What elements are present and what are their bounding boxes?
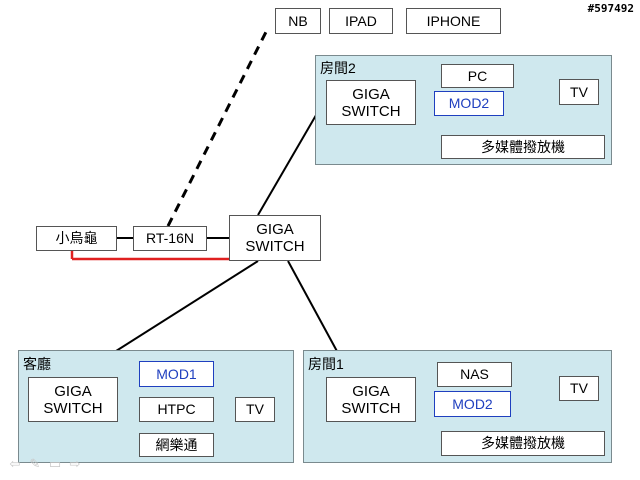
- pencil-icon[interactable]: ✎: [29, 456, 41, 471]
- watermark-id: #597492: [587, 2, 634, 15]
- room2-pc: PC: [441, 64, 514, 88]
- wireless-link: [166, 27, 270, 227]
- nb-device: NB: [275, 8, 321, 34]
- room1-nas: NAS: [437, 362, 512, 387]
- iphone-device: IPHONE: [406, 8, 501, 34]
- square-icon[interactable]: ▭: [48, 456, 62, 471]
- living-giga-switch: GIGA SWITCH: [28, 377, 118, 422]
- living-htpc: HTPC: [139, 397, 214, 422]
- slide-nav[interactable]: ⇦ ✎ ▭ ⇨: [8, 456, 82, 472]
- room2-giga-switch: GIGA SWITCH: [326, 80, 416, 125]
- room2-mod2: MOD2: [434, 91, 504, 116]
- modem-box: 小烏龜: [36, 226, 117, 251]
- room1-tv: TV: [559, 376, 599, 401]
- room2-tv: TV: [559, 79, 599, 105]
- arrow-left-icon[interactable]: ⇦: [9, 456, 21, 471]
- core-room2-link: [257, 97, 327, 216]
- room2-label: 房間2: [320, 60, 356, 76]
- router-rt16n: RT-16N: [133, 226, 207, 251]
- arrow-right-icon[interactable]: ⇨: [69, 456, 81, 471]
- room2-media-player: 多媒體撥放機: [441, 135, 605, 159]
- living-tv: TV: [235, 397, 275, 422]
- room1-label: 房間1: [308, 356, 344, 372]
- room1-media-player: 多媒體撥放機: [441, 431, 605, 456]
- living-netflix-box: 網樂通: [139, 433, 214, 457]
- ipad-device: IPAD: [329, 8, 393, 34]
- room1-mod2: MOD2: [434, 391, 511, 417]
- living-mod1: MOD1: [139, 361, 214, 387]
- room1-giga-switch: GIGA SWITCH: [326, 377, 416, 422]
- core-giga-switch: GIGA SWITCH: [229, 215, 321, 261]
- living-room-label: 客廳: [23, 356, 51, 372]
